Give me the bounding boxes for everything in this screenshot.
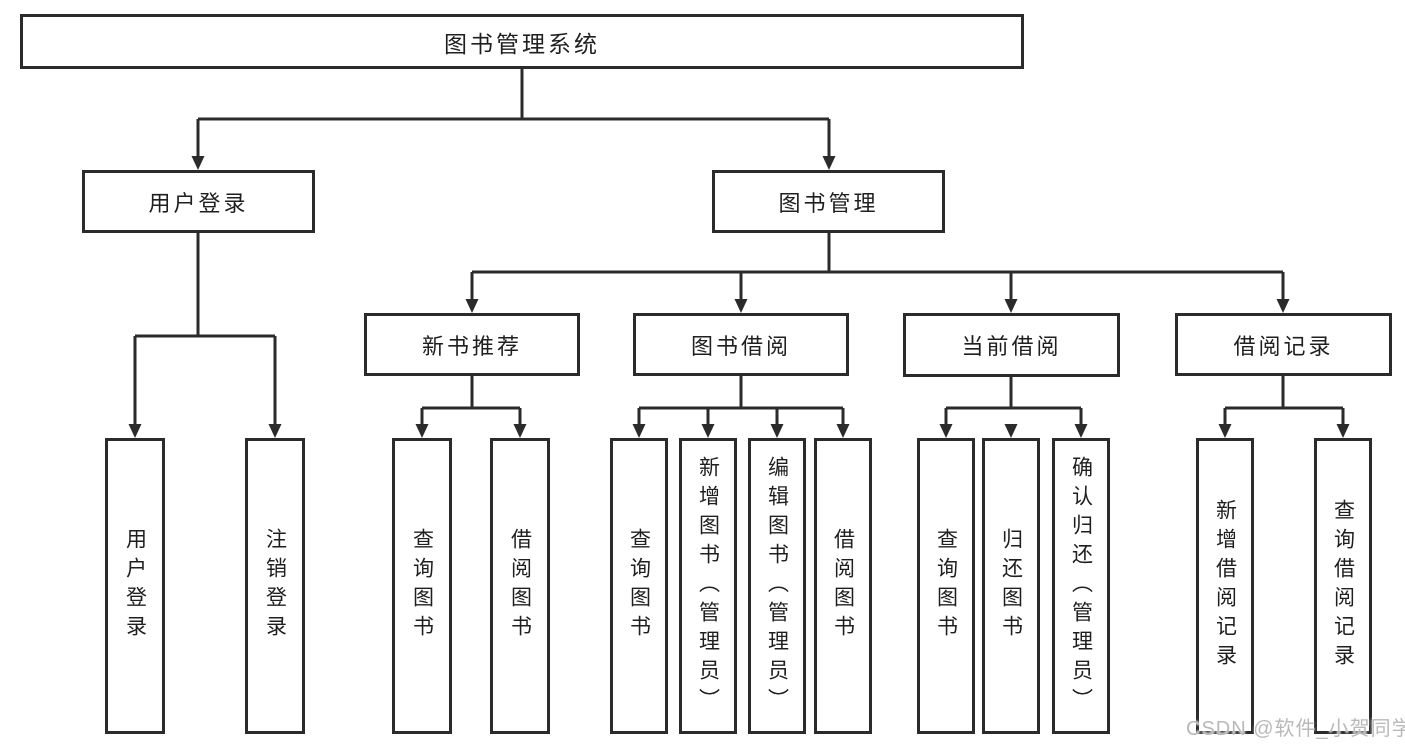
node-label: 归还图书 [999,528,1023,644]
node-label: 图书借阅 [690,333,791,359]
node-borrow-records: 借阅记录 [1175,313,1392,376]
node-label: 查询借阅记录 [1331,499,1355,673]
leaf-add-book-admin: 新增图书（管理员） [679,438,737,734]
leaf-edit-book-admin: 编辑图书（管理员） [748,438,806,734]
node-book-management: 图书管理 [712,170,945,233]
node-label: 用户登录 [123,528,147,644]
node-current-borrow: 当前借阅 [903,313,1120,377]
node-label: 新书推荐 [421,333,522,359]
leaf-confirm-return-admin: 确认归还（管理员） [1052,438,1110,734]
node-label: 确认归还（管理员） [1069,455,1093,717]
node-label: 注销登录 [263,528,287,644]
leaf-borrow-books-recommend: 借阅图书 [490,438,550,734]
connector-path [133,69,1345,426]
node-label: 查询图书 [410,528,434,644]
leaf-query-books-borrow: 查询图书 [610,438,668,734]
node-label: 图书管理系统 [444,30,600,57]
arrowheads [128,156,1350,438]
node-label: 新增借阅记录 [1213,499,1237,673]
node-label: 借阅图书 [508,528,532,644]
leaf-query-books-current: 查询图书 [917,438,975,734]
node-user-login: 用户登录 [82,170,315,233]
node-label: 当前借阅 [961,334,1062,359]
node-book-borrow: 图书借阅 [633,313,849,376]
node-new-book-recommend: 新书推荐 [364,313,580,376]
leaf-query-borrow-record: 查询借阅记录 [1314,438,1372,734]
node-book-management-system: 图书管理系统 [20,14,1024,69]
node-label: 查询图书 [627,528,651,644]
node-label: 图书管理 [778,190,879,216]
node-label: 编辑图书（管理员） [765,455,789,717]
node-label: 查询图书 [934,528,958,644]
node-label: 新增图书（管理员） [696,455,720,717]
leaf-borrow-books: 借阅图书 [814,438,872,734]
node-label: 用户登录 [148,190,249,216]
leaf-add-borrow-record: 新增借阅记录 [1196,438,1254,734]
node-label: 借阅记录 [1233,333,1334,359]
leaf-return-book: 归还图书 [982,438,1040,734]
node-label: 借阅图书 [831,528,855,644]
leaf-query-books-recommend: 查询图书 [392,438,452,734]
leaf-user-login: 用户登录 [105,438,165,734]
leaf-logout: 注销登录 [245,438,305,734]
csdn-watermark: CSDN @软件_小贺同学 [1186,718,1405,740]
